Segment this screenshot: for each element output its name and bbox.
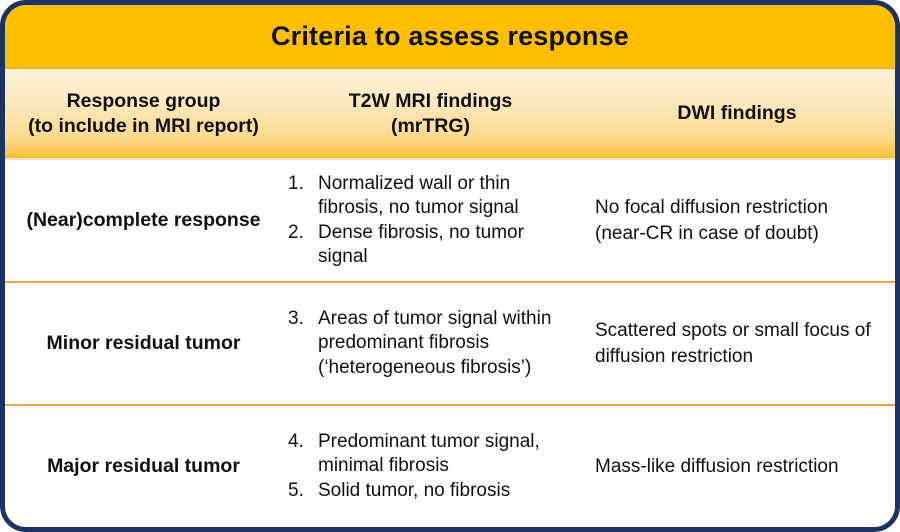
- list-item-number: 4.: [288, 431, 304, 453]
- list-item: 3. Areas of tumor signal within predomin…: [286, 307, 573, 380]
- table-row: Minor residual tumor 3. Areas of tumor s…: [5, 283, 895, 406]
- list-item-number: 2.: [288, 221, 304, 243]
- table-title: Criteria to assess response: [270, 20, 630, 51]
- column-header-response-group-line1: Response group: [66, 89, 221, 112]
- response-group-label: Major residual tumor: [47, 454, 240, 477]
- dwi-findings-line2: diffusion restriction: [595, 345, 754, 367]
- column-header-t2w-findings: T2W MRI findings (mrTRG): [282, 69, 579, 158]
- t2w-findings-list: 3. Areas of tumor signal within predomin…: [286, 307, 573, 380]
- column-header-t2w-findings-line1: T2W MRI findings: [348, 89, 513, 112]
- response-group-cell: Major residual tumor: [5, 406, 282, 527]
- response-group-cell: Minor residual tumor: [5, 283, 282, 404]
- dwi-findings-cell: Scattered spots or small focus of diffus…: [579, 283, 895, 404]
- column-header-response-group: Response group (to include in MRI report…: [5, 69, 282, 158]
- list-item-text: Predominant tumor signal, minimal fibros…: [318, 431, 540, 477]
- t2w-findings-cell: 1. Normalized wall or thin fibrosis, no …: [282, 160, 579, 281]
- dwi-findings-line1: No focal diffusion restriction: [595, 197, 829, 219]
- dwi-findings-line2: (near-CR in case of doubt): [595, 222, 819, 244]
- column-header-t2w-findings-line2: (mrTRG): [390, 114, 471, 137]
- list-item: 2. Dense fibrosis, no tumor signal: [286, 221, 573, 270]
- t2w-findings-list: 4. Predominant tumor signal, minimal fib…: [286, 430, 573, 503]
- list-item-text: Solid tumor, no fibrosis: [318, 479, 511, 501]
- response-group-label: (Near)complete response: [26, 208, 261, 231]
- list-item-text: Areas of tumor signal within predominant…: [318, 308, 552, 378]
- list-item: 4. Predominant tumor signal, minimal fib…: [286, 430, 573, 479]
- list-item: 1. Normalized wall or thin fibrosis, no …: [286, 172, 573, 221]
- table-body: (Near)complete response 1. Normalized wa…: [5, 160, 895, 527]
- dwi-findings-line1: Scattered spots or small focus of: [595, 320, 871, 342]
- table-row: (Near)complete response 1. Normalized wa…: [5, 160, 895, 283]
- column-header-dwi-findings-line1: DWI findings: [677, 102, 797, 125]
- list-item-text: Dense fibrosis, no tumor signal: [318, 221, 524, 267]
- column-header-dwi-findings: DWI findings: [579, 69, 895, 158]
- table-row: Major residual tumor 4. Predominant tumo…: [5, 406, 895, 527]
- t2w-findings-cell: 3. Areas of tumor signal within predomin…: [282, 283, 579, 404]
- dwi-findings-cell: No focal diffusion restriction (near-CR …: [579, 160, 895, 281]
- list-item-number: 5.: [288, 479, 304, 501]
- list-item-number: 1.: [288, 172, 304, 194]
- response-group-label: Minor residual tumor: [46, 331, 241, 354]
- column-header-row: Response group (to include in MRI report…: [5, 69, 895, 160]
- t2w-findings-cell: 4. Predominant tumor signal, minimal fib…: [282, 406, 579, 527]
- list-item-number: 3.: [288, 308, 304, 330]
- dwi-findings-line1: Mass-like diffusion restriction: [595, 455, 839, 477]
- list-item-text: Normalized wall or thin fibrosis, no tum…: [318, 172, 519, 219]
- column-header-response-group-line2: (to include in MRI report): [28, 114, 259, 137]
- list-item: 5. Solid tumor, no fibrosis: [286, 479, 573, 503]
- t2w-findings-list: 1. Normalized wall or thin fibrosis, no …: [286, 172, 573, 269]
- table-title-bar: Criteria to assess response: [5, 5, 895, 69]
- dwi-findings-cell: Mass-like diffusion restriction: [579, 406, 895, 527]
- response-group-cell: (Near)complete response: [5, 160, 282, 281]
